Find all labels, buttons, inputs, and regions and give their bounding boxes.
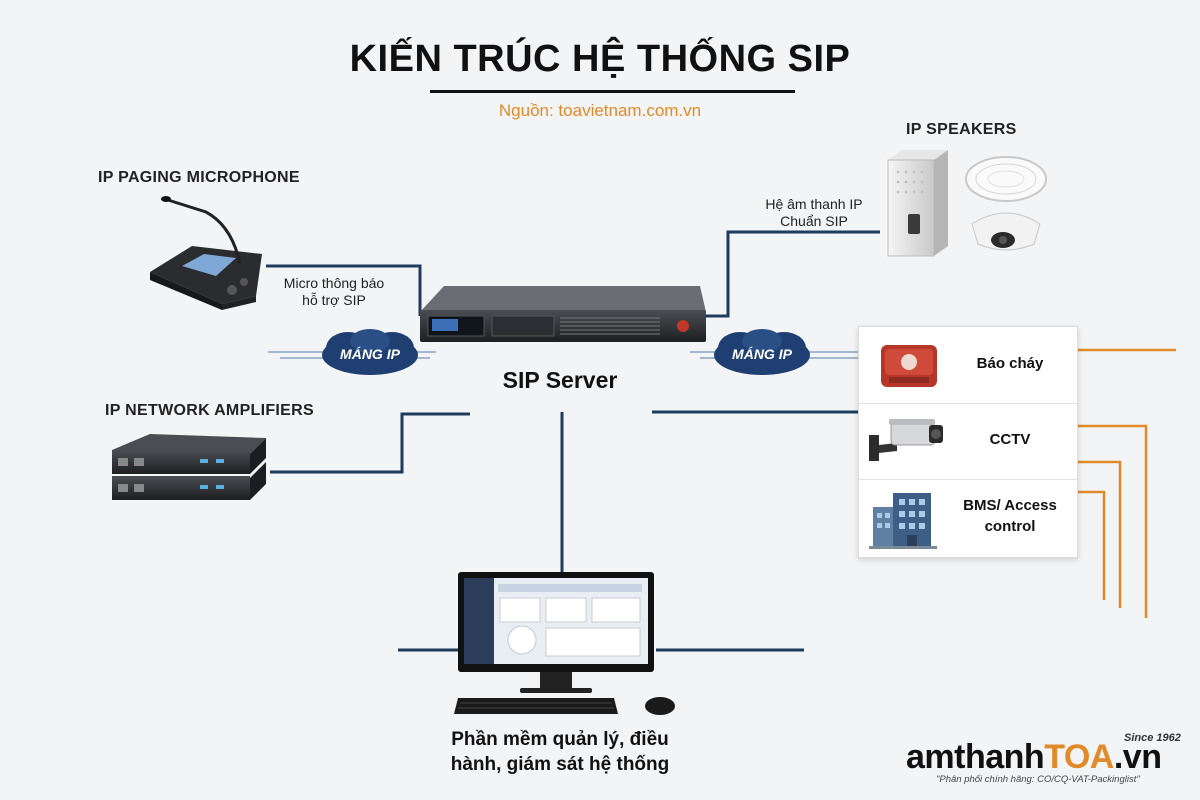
integration-orange-lines (1076, 348, 1176, 618)
logo-tagline: "Phân phối chính hãng: CO/CQ-VAT-Packing… (936, 774, 1140, 785)
microphone-note-line2: hỗ trợ SIP (302, 292, 366, 308)
microphone-note: Micro thông báo hỗ trợ SIP (272, 275, 396, 309)
amplifier-link-line (270, 412, 470, 474)
title-underline (430, 90, 795, 93)
diagram-title: KIẾN TRÚC HỆ THỐNG SIP (349, 38, 851, 80)
network-amplifiers-devices (112, 434, 266, 500)
logo-since: Since 1962 (1124, 732, 1181, 744)
speaker-link-line (706, 230, 880, 318)
source-credit: Nguồn: toavietnam.com.vn (498, 101, 702, 120)
software-caption-line2: hành, giám sát hệ thống (450, 754, 670, 775)
integration-row-bms: BMS/ Access control (859, 479, 1077, 557)
ip-network-label-right: MÁNG IP (732, 346, 792, 362)
ip-speakers-devices (887, 150, 1047, 257)
paging-microphone-device (150, 196, 262, 310)
speaker-note-line1: Hệ âm thanh IP (765, 196, 863, 212)
integration-label-fire-alarm: Báo cháy (976, 355, 1044, 372)
ip-speakers-label: IP SPEAKERS (906, 121, 1017, 138)
amthanhtoa-logo: amthanhTOA.vn (906, 738, 1162, 777)
ip-paging-microphone-label: IP PAGING MICROPHONE (98, 169, 300, 186)
microphone-note-line1: Micro thông báo (283, 275, 385, 291)
integration-label-bms-line2: control (984, 518, 1036, 535)
integration-label-bms: BMS/ Access control (955, 495, 1065, 537)
integration-panel: Báo cháy CCTV BMS/ Acces (858, 326, 1078, 558)
speaker-note-line2: Chuẩn SIP (780, 213, 848, 229)
ip-network-cloud-left (322, 329, 418, 375)
logo-suffix-text: .vn (1113, 738, 1162, 776)
sip-server-device (420, 286, 706, 342)
sip-server-label: SIP Server (502, 367, 618, 393)
logo-accent-text: TOA (1044, 738, 1114, 776)
ip-network-cloud-right (714, 329, 810, 375)
software-caption: Phần mềm quản lý, điều hành, giám sát hệ… (420, 727, 700, 777)
cctv-camera-icon (869, 419, 943, 461)
fire-alarm-icon (881, 345, 937, 387)
speaker-note: Hệ âm thanh IP Chuẩn SIP (752, 196, 876, 230)
building-icon (869, 493, 937, 549)
integration-label-cctv: CCTV (989, 431, 1031, 448)
ip-network-amplifiers-label: IP NETWORK AMPLIFIERS (105, 402, 314, 419)
logo-main-text: amthanh (906, 738, 1045, 776)
mic-link-line (266, 264, 422, 316)
integration-row-fire-alarm: Báo cháy (859, 327, 1077, 404)
software-caption-line1: Phần mềm quản lý, điều (451, 729, 669, 750)
ip-network-label-left: MÁNG IP (340, 346, 400, 362)
management-computer (454, 572, 675, 715)
network-lines (266, 230, 880, 652)
integration-label-bms-line1: BMS/ Access (963, 497, 1057, 514)
integration-row-cctv: CCTV (859, 403, 1077, 480)
